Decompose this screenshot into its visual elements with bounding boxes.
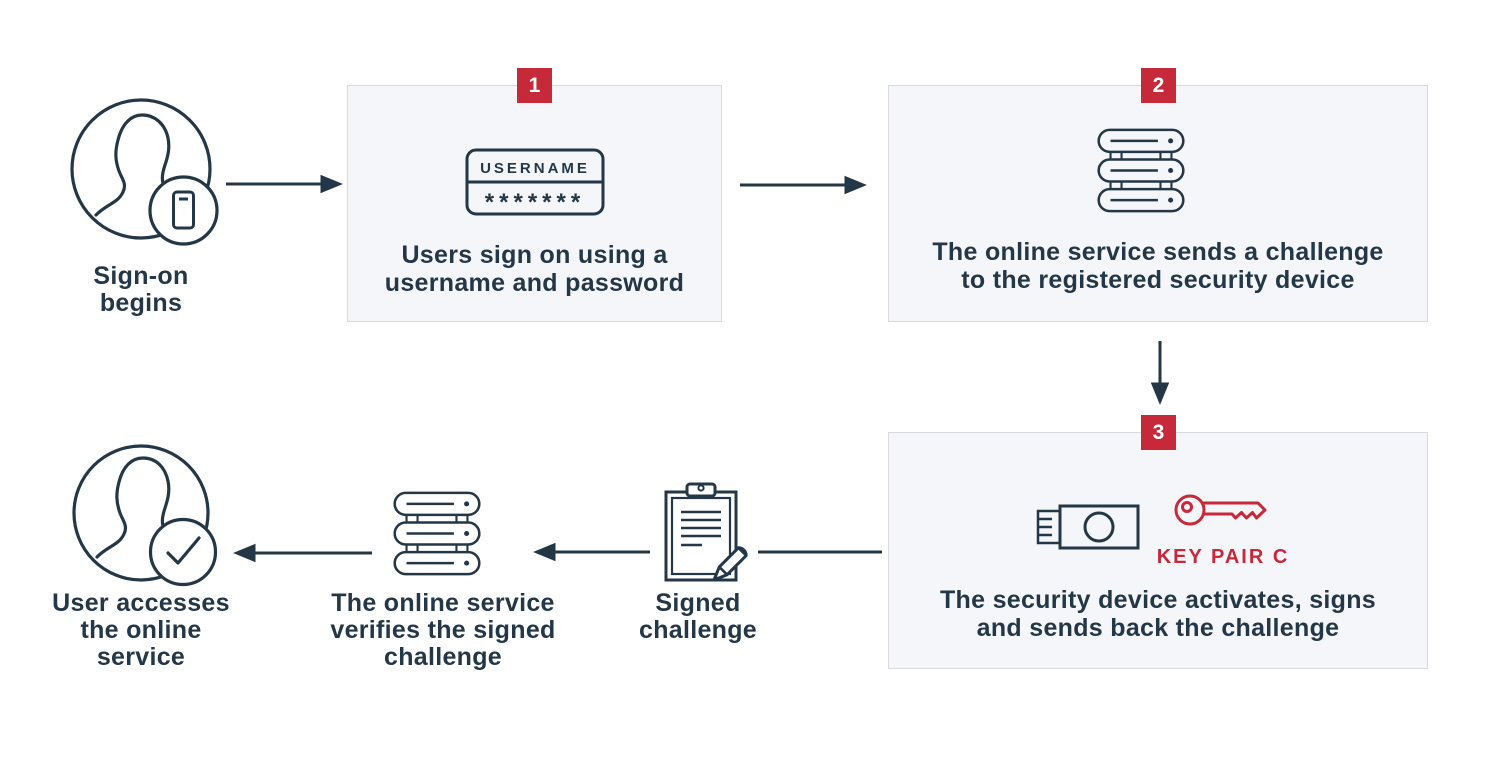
user-circle <box>70 98 212 240</box>
step-3-badge: 3 <box>1141 415 1176 450</box>
server-bar-lines <box>406 502 454 565</box>
caption-line: The security device activates, signs <box>939 586 1376 614</box>
caption-line: and sends back the challenge <box>976 614 1340 642</box>
pencil-tip-line <box>718 565 729 576</box>
verify-label-line: challenge <box>383 643 503 671</box>
key-hole <box>1181 501 1193 513</box>
user-circle <box>72 444 210 582</box>
clipboard-pencil-icon <box>664 482 748 582</box>
person-silhouette <box>94 113 186 217</box>
signed-challenge-label: Signed challenge <box>616 590 780 644</box>
caption-line: The online service sends a challenge <box>932 238 1384 266</box>
clipboard-paper <box>670 496 732 576</box>
signon-label-line: begins <box>99 289 183 317</box>
verify-label: The online service verifies the signed c… <box>318 590 568 671</box>
username-password-icon: USERNAME ******* <box>465 148 605 216</box>
access-label-line: service <box>96 643 186 671</box>
step-2-caption: The online service sends a challenge to … <box>889 238 1427 294</box>
red-key-icon <box>1174 494 1267 526</box>
step-3-box: KEY PAIR C The security device activates… <box>888 432 1428 669</box>
step-2-box: The online service sends a challenge to … <box>888 85 1428 322</box>
server-stack-icon <box>393 491 481 576</box>
usb-security-key-icon <box>1036 504 1140 550</box>
access-label-line: User accesses <box>52 589 230 617</box>
usb-key-button <box>1083 511 1115 543</box>
checkmark-icon <box>166 536 201 565</box>
pencil-nib <box>714 575 719 580</box>
phone-icon <box>172 190 195 230</box>
step-3-caption: The security device activates, signs and… <box>889 586 1427 642</box>
access-label-line: the online <box>80 616 202 644</box>
username-field-label: USERNAME <box>480 160 590 177</box>
step-2-badge: 2 <box>1141 68 1176 103</box>
verify-label-line: verifies the signed <box>330 616 556 644</box>
password-mask-text: ******* <box>485 189 585 216</box>
arrow-signon-to-step1 <box>226 174 343 194</box>
arrow-step1-to-step2 <box>740 175 867 195</box>
step-1-box: USERNAME ******* Users sign on using a u… <box>347 85 722 322</box>
step-1-badge: 1 <box>517 68 552 103</box>
server-bar-dots <box>1168 138 1174 203</box>
caption-line: Users sign on using a <box>401 241 668 269</box>
clipboard-clip-ring <box>697 484 705 492</box>
signon-label-line: Sign-on <box>93 262 189 290</box>
pencil-eraser-line <box>737 546 748 557</box>
caption-line: to the registered security device <box>961 266 1355 294</box>
arrow-verify-to-access <box>233 543 372 563</box>
key-pair-label: KEY PAIR C <box>1156 546 1290 568</box>
server-bar-dots <box>464 501 470 566</box>
usb-plug-pins <box>1038 517 1052 537</box>
signed-label-line: challenge <box>638 616 758 644</box>
verify-label-line: The online service <box>331 589 555 617</box>
signon-label: Sign-on begins <box>41 263 241 317</box>
phone-badge-circle <box>148 175 219 246</box>
key-shaft <box>1203 501 1267 520</box>
step-1-caption: Users sign on using a username and passw… <box>348 241 721 297</box>
signed-label-line: Signed <box>655 589 741 617</box>
server-bar-lines <box>1110 139 1158 202</box>
key-head <box>1174 494 1206 526</box>
access-label: User accesses the online service <box>41 590 241 671</box>
server-stack-icon <box>1097 128 1185 213</box>
arrow-step2-to-step3 <box>1150 341 1170 405</box>
check-badge-circle <box>148 517 218 587</box>
caption-line: username and password <box>384 269 685 297</box>
clipboard-text-lines <box>681 510 721 547</box>
user-with-check-icon <box>72 444 218 587</box>
user-with-phone-icon <box>70 98 219 246</box>
